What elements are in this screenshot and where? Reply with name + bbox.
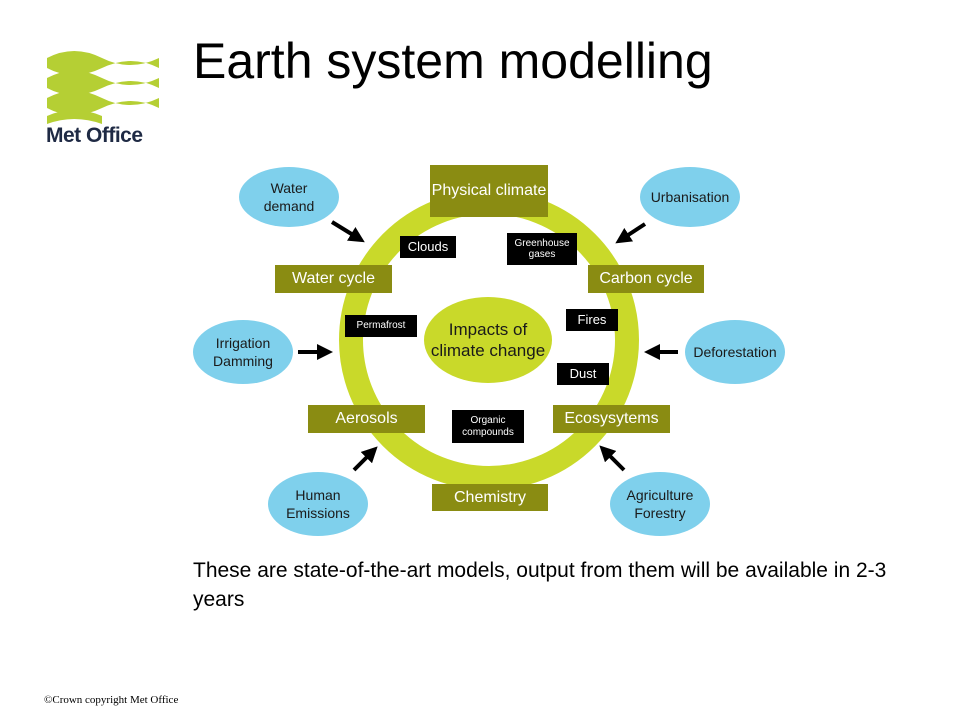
process-clouds: Clouds [400, 236, 456, 258]
arrow-human-emissions [352, 446, 378, 472]
component-aerosols: Aerosols [308, 405, 425, 433]
center-impacts: Impacts of climate change [424, 297, 552, 383]
logo-wordmark: Met Office [46, 124, 143, 147]
copyright-footer: ©Crown copyright Met Office [44, 694, 179, 706]
slide-title: Earth system modelling [193, 33, 713, 89]
driver-human-emissions: Human Emissions [268, 472, 368, 536]
slide-caption: These are state-of-the-art models, outpu… [193, 559, 887, 612]
process-fires: Fires [566, 309, 618, 331]
component-ecosystems: Ecosysytems [553, 405, 670, 433]
arrow-agriculture-forestry [599, 445, 626, 472]
driver-agriculture-forestry: Agriculture Forestry [610, 472, 710, 536]
driver-irrigation-damming: Irrigation Damming [193, 320, 293, 384]
process-greenhouse-gases: Greenhouse gases [507, 233, 577, 265]
component-water-cycle: Water cycle [275, 265, 392, 293]
component-physical-climate: Physical climate [430, 165, 548, 217]
driver-water-demand: Water demand [239, 167, 339, 227]
process-organic-compounds: Organic compounds [452, 410, 524, 443]
driver-urbanisation: Urbanisation [640, 167, 740, 227]
process-dust: Dust [557, 363, 609, 385]
process-permafrost: Permafrost [345, 315, 417, 337]
met-office-logo [47, 51, 159, 124]
arrow-urbanisation [615, 222, 647, 244]
arrow-water-demand [330, 220, 365, 243]
driver-deforestation: Deforestation [685, 320, 785, 384]
component-carbon-cycle: Carbon cycle [588, 265, 704, 293]
component-chemistry: Chemistry [432, 484, 548, 511]
